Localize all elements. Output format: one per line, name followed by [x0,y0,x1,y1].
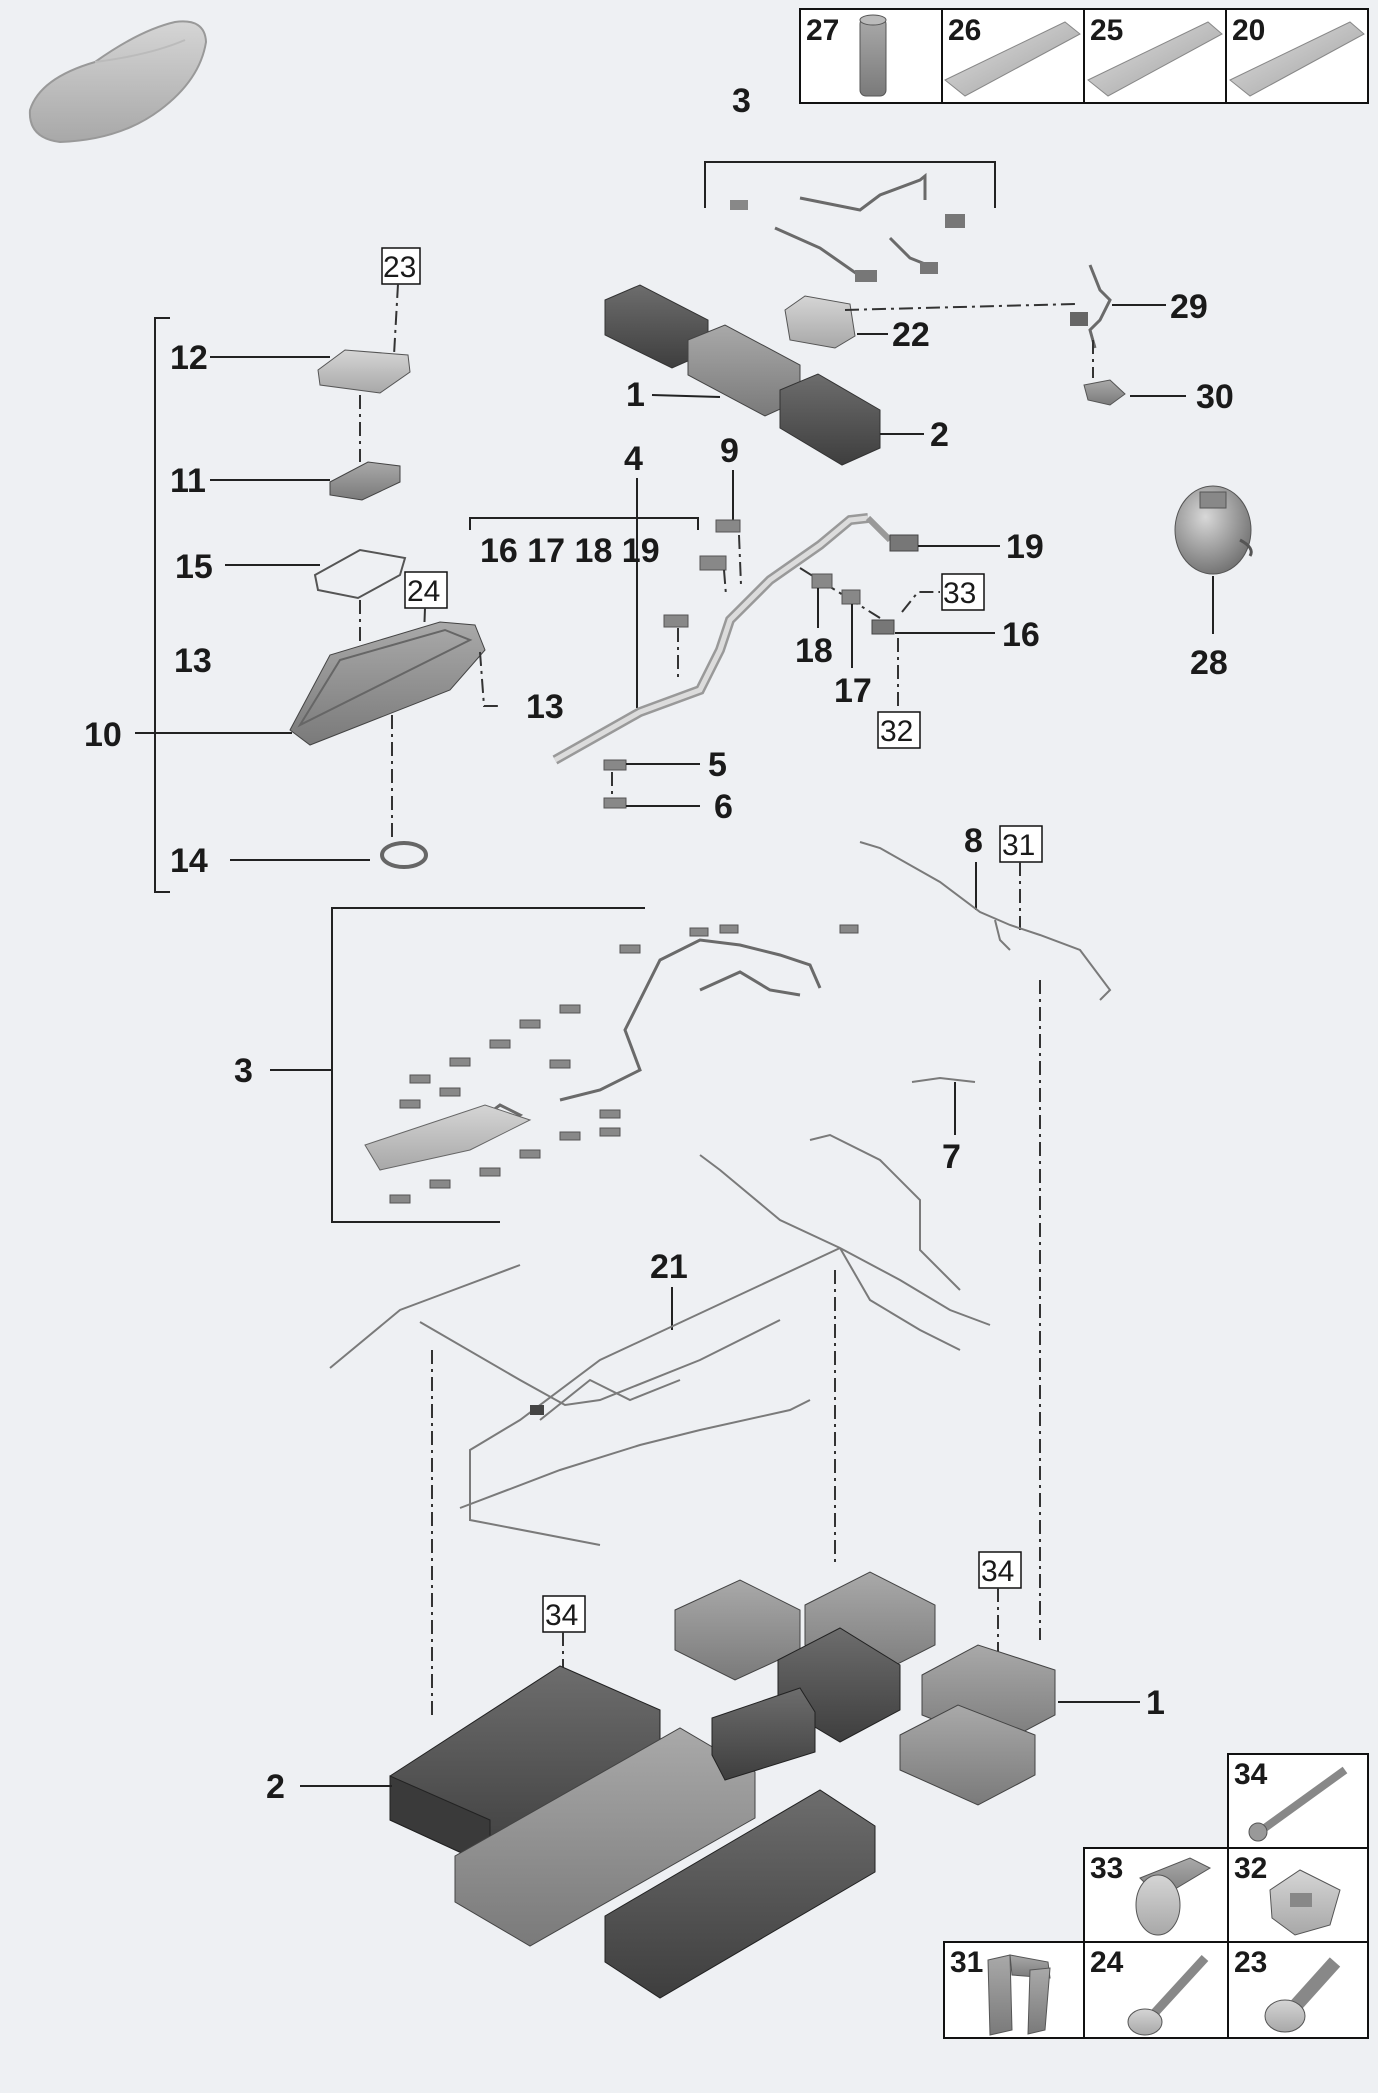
battery-module-right-light [899,1644,1056,1806]
clip-16 [871,619,895,635]
harness-8 [859,841,1112,1001]
callout-16: 16 [1002,616,1040,654]
callout-6: 6 [714,788,733,826]
callout-13-left: 13 [174,642,212,680]
boxed-ref-34-left: 34 [545,1599,578,1632]
coolant-pipe-4 [552,513,893,765]
plastic-rivet-icon [1135,1857,1212,1936]
torx-screw-icon-23 [1264,1957,1341,2033]
boxed-ref-34-right: 34 [981,1555,1014,1588]
cover-plate-12 [317,349,411,394]
callout-16-19-group: 16 17 18 19 [480,532,660,570]
bracket-10 [154,317,170,893]
bottom-cell-32-label: 32 [1234,1852,1267,1885]
component-28-pump [1174,485,1253,575]
callout-8: 8 [964,822,983,860]
callout-3-top: 3 [732,82,751,120]
callout-11: 11 [170,462,206,500]
callout-9: 9 [720,432,739,470]
callout-29: 29 [1170,288,1208,326]
clip-5 [603,759,627,771]
control-unit-22 [784,295,856,349]
boxed-ref-33: 33 [943,577,976,610]
callout-4: 4 [624,440,643,478]
clip-mid [663,614,689,628]
callout-2-top: 2 [930,416,949,454]
bottom-cell-23-label: 23 [1234,1946,1267,1979]
bracket-clip-icon [987,1954,1051,2036]
callout-7: 7 [942,1138,961,1176]
callout-18: 18 [795,632,833,670]
callout-15: 15 [175,548,213,586]
callout-1-top: 1 [626,376,645,414]
callout-13-right: 13 [526,688,564,726]
sealant-cartridge-icon [859,14,887,97]
callout-2-bottom: 2 [266,1768,285,1806]
callout-10: 10 [84,716,122,754]
top-parts-table: 27 26 25 20 [799,8,1369,104]
callout-3-mid: 3 [234,1052,253,1090]
wire-7 [911,1076,976,1083]
paste-tube-icon-26 [944,21,1081,97]
battery-module-center-light [674,1571,936,1681]
bottom-cell-33-label: 33 [1090,1852,1123,1885]
battery-module-dark-front [604,1789,876,1999]
battery-module-center-dark [711,1627,901,1781]
seal-ring-14 [380,841,428,869]
bottom-parts-table: 34 33 32 31 24 23 [943,1753,1369,2039]
gasket-15 [313,548,407,600]
top-cell-25-label: 25 [1090,14,1123,47]
top-cell-20-label: 20 [1232,14,1265,47]
bracket-3-top [704,161,996,208]
paste-tube-icon-20 [1229,21,1365,97]
harness-21 [329,1133,991,1546]
clip-9-upper [715,519,741,533]
harness-3-mid [364,924,859,1204]
callout-22: 22 [892,316,930,354]
clip-9-lower [699,555,727,571]
long-bolt-icon [1248,1766,1348,1842]
boxed-ref-31: 31 [1002,829,1035,862]
battery-module-dark-upper [604,284,881,466]
housing-10 [289,621,486,746]
clip-6 [603,797,627,809]
clip-nut-icon [1269,1869,1341,1936]
flange-screw-icon-24 [1127,1954,1209,2036]
callout-30: 30 [1196,378,1234,416]
boxed-ref-32: 32 [880,715,913,748]
callout-17: 17 [834,672,872,710]
clip-17 [841,589,861,605]
callout-1-bottom: 1 [1146,1684,1165,1722]
bracket-3-mid [331,907,645,1223]
vehicle-silhouette-icon [28,20,208,144]
callout-19: 19 [1006,528,1044,566]
paste-tube-icon-25 [1087,21,1223,97]
clip-18 [811,573,833,589]
sensor-29 [1070,264,1112,349]
bottom-cell-31-label: 31 [950,1946,983,1979]
battery-module-light-mid [454,1727,756,1947]
boxed-ref-23: 23 [383,251,416,284]
connector-19 [889,534,919,552]
callout-14: 14 [170,842,208,880]
top-cell-26-label: 26 [948,14,981,47]
bottom-cell-34-label: 34 [1234,1758,1268,1791]
harness-part-3-top [730,172,965,282]
bottom-cell-24-label: 24 [1090,1946,1124,1979]
top-cell-27-label: 27 [806,14,839,47]
bracket-16-19 [469,517,699,530]
boxed-ref-24: 24 [407,575,440,608]
callout-5: 5 [708,746,727,784]
callout-28: 28 [1190,644,1228,682]
bracket-30 [1083,379,1126,406]
circuit-board-11 [329,461,401,501]
callout-12: 12 [170,339,208,377]
callout-21: 21 [650,1248,688,1286]
